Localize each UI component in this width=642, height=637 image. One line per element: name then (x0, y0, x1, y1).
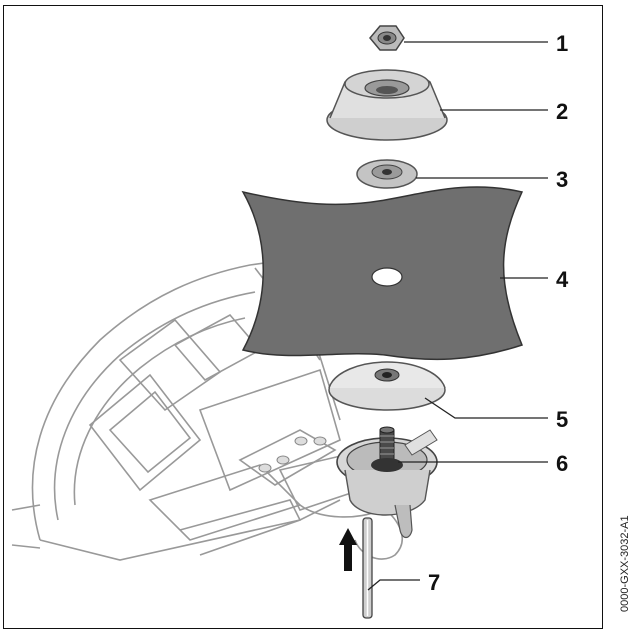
callout-4: 4 (556, 267, 569, 292)
reference-code: 0000-GXX-3032-A1 (619, 515, 631, 612)
guard-studs (258, 436, 327, 473)
washer (356, 159, 418, 189)
callout-1: 1 (556, 31, 568, 56)
gear-head (336, 426, 438, 539)
leader-line-5 (424, 397, 548, 419)
callout-5: 5 (556, 407, 568, 432)
lower-thrust-plate (328, 361, 446, 411)
insert-arrow (339, 528, 357, 571)
trimmer-guard (11, 257, 404, 561)
callout-3: 3 (556, 167, 568, 192)
nut (369, 25, 405, 51)
leader-lines (367, 41, 548, 591)
callout-6: 6 (556, 451, 568, 476)
thrust-cup (326, 69, 448, 141)
locking-pin (362, 517, 373, 619)
callout-7: 7 (428, 570, 440, 595)
figure-frame (3, 5, 603, 629)
cutting-blade (241, 186, 524, 361)
callout-2: 2 (556, 99, 568, 124)
leader-line-7 (367, 579, 420, 591)
